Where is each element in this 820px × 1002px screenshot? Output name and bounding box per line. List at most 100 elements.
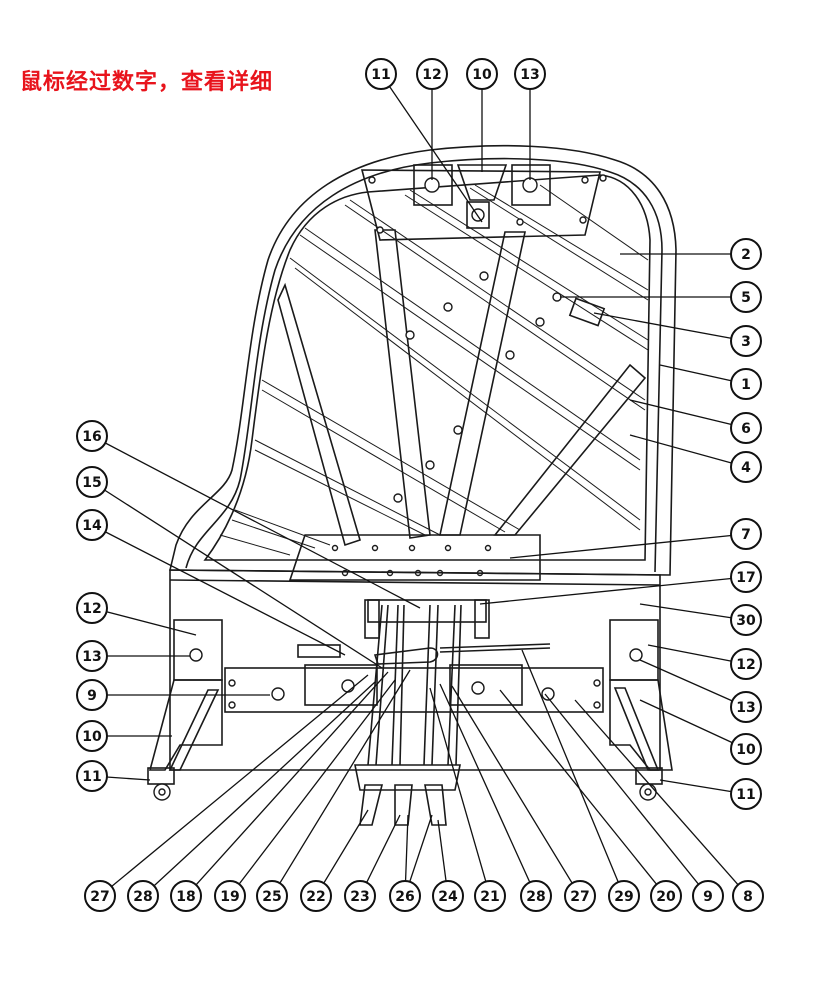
callout-circle[interactable]: [76, 679, 108, 711]
callout-26[interactable]: 26: [389, 880, 421, 912]
callout-17[interactable]: 17: [730, 561, 762, 593]
callout-number[interactable]: 3: [741, 334, 751, 350]
callout-number[interactable]: 29: [614, 889, 633, 905]
callout-number[interactable]: 14: [82, 518, 102, 534]
callout-10[interactable]: 10: [76, 720, 108, 752]
callout-number[interactable]: 4: [741, 460, 751, 476]
callout-circle[interactable]: [730, 518, 762, 550]
callout-circle[interactable]: [730, 604, 762, 636]
callout-number[interactable]: 24: [438, 889, 458, 905]
callout-number[interactable]: 9: [87, 688, 97, 704]
callout-number[interactable]: 26: [395, 889, 414, 905]
callout-number[interactable]: 12: [422, 67, 441, 83]
callout-number[interactable]: 27: [570, 889, 589, 905]
callout-number[interactable]: 12: [82, 601, 101, 617]
callout-circle[interactable]: [466, 58, 498, 90]
callout-number[interactable]: 28: [133, 889, 152, 905]
callout-27[interactable]: 27: [564, 880, 596, 912]
callout-number[interactable]: 22: [306, 889, 325, 905]
callout-number[interactable]: 13: [82, 649, 101, 665]
callout-number[interactable]: 25: [262, 889, 281, 905]
callout-14[interactable]: 14: [76, 509, 108, 541]
callout-circle[interactable]: [730, 325, 762, 357]
callout-circle[interactable]: [520, 880, 552, 912]
callout-circle[interactable]: [76, 509, 108, 541]
callout-circle[interactable]: [76, 420, 108, 452]
callout-circle[interactable]: [300, 880, 332, 912]
callout-circle[interactable]: [730, 648, 762, 680]
callout-28[interactable]: 28: [127, 880, 159, 912]
callout-number[interactable]: 8: [743, 889, 753, 905]
callout-9[interactable]: 9: [76, 679, 108, 711]
callout-number[interactable]: 20: [656, 889, 676, 905]
callout-circle[interactable]: [76, 720, 108, 752]
callout-circle[interactable]: [365, 58, 397, 90]
callout-circle[interactable]: [389, 880, 421, 912]
callout-25[interactable]: 25: [256, 880, 288, 912]
callout-number[interactable]: 11: [736, 787, 755, 803]
callout-circle[interactable]: [76, 592, 108, 624]
callout-circle[interactable]: [214, 880, 246, 912]
callout-22[interactable]: 22: [300, 880, 332, 912]
callout-number[interactable]: 12: [736, 657, 755, 673]
callout-number[interactable]: 10: [472, 67, 492, 83]
callout-23[interactable]: 23: [344, 880, 376, 912]
callout-number[interactable]: 23: [350, 889, 369, 905]
callout-13[interactable]: 13: [514, 58, 546, 90]
callout-11[interactable]: 11: [365, 58, 397, 90]
callout-circle[interactable]: [514, 58, 546, 90]
callout-circle[interactable]: [76, 466, 108, 498]
callout-number[interactable]: 7: [741, 527, 751, 543]
callout-20[interactable]: 20: [650, 880, 682, 912]
callout-13[interactable]: 13: [76, 640, 108, 672]
callout-circle[interactable]: [344, 880, 376, 912]
callout-number[interactable]: 15: [82, 475, 101, 491]
callout-12[interactable]: 12: [76, 592, 108, 624]
callout-circle[interactable]: [564, 880, 596, 912]
callout-30[interactable]: 30: [730, 604, 762, 636]
callout-27[interactable]: 27: [84, 880, 116, 912]
callout-19[interactable]: 19: [214, 880, 246, 912]
callout-number[interactable]: 5: [741, 290, 751, 306]
callout-18[interactable]: 18: [170, 880, 202, 912]
callout-circle[interactable]: [474, 880, 506, 912]
callout-number[interactable]: 21: [480, 889, 499, 905]
callout-2[interactable]: 2: [730, 238, 762, 270]
callout-circle[interactable]: [730, 451, 762, 483]
callout-number[interactable]: 13: [520, 67, 539, 83]
callout-21[interactable]: 21: [474, 880, 506, 912]
callout-circle[interactable]: [76, 760, 108, 792]
callout-circle[interactable]: [730, 778, 762, 810]
callout-11[interactable]: 11: [76, 760, 108, 792]
callout-circle[interactable]: [730, 368, 762, 400]
callout-number[interactable]: 27: [90, 889, 109, 905]
callout-number[interactable]: 16: [82, 429, 101, 445]
callout-circle[interactable]: [730, 733, 762, 765]
callout-16[interactable]: 16: [76, 420, 108, 452]
callout-circle[interactable]: [76, 640, 108, 672]
callout-12[interactable]: 12: [730, 648, 762, 680]
callout-10[interactable]: 10: [466, 58, 498, 90]
callout-7[interactable]: 7: [730, 518, 762, 550]
callout-number[interactable]: 10: [82, 729, 102, 745]
callout-9[interactable]: 9: [692, 880, 724, 912]
callout-circle[interactable]: [170, 880, 202, 912]
callout-circle[interactable]: [732, 880, 764, 912]
callout-13[interactable]: 13: [730, 691, 762, 723]
callout-number[interactable]: 9: [703, 889, 713, 905]
callout-number[interactable]: 30: [736, 613, 756, 629]
callout-circle[interactable]: [730, 238, 762, 270]
callout-circle[interactable]: [432, 880, 464, 912]
callout-29[interactable]: 29: [608, 880, 640, 912]
callout-12[interactable]: 12: [416, 58, 448, 90]
callout-10[interactable]: 10: [730, 733, 762, 765]
callout-number[interactable]: 10: [736, 742, 756, 758]
callout-circle[interactable]: [692, 880, 724, 912]
callout-number[interactable]: 2: [741, 247, 751, 263]
callout-circle[interactable]: [84, 880, 116, 912]
callout-number[interactable]: 17: [736, 570, 755, 586]
callout-24[interactable]: 24: [432, 880, 464, 912]
callout-11[interactable]: 11: [730, 778, 762, 810]
callout-5[interactable]: 5: [730, 281, 762, 313]
callout-4[interactable]: 4: [730, 451, 762, 483]
